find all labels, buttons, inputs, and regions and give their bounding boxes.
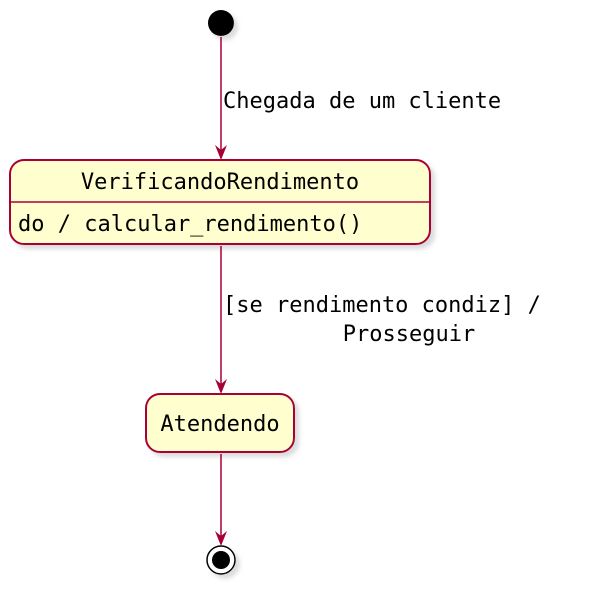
transition-label-chegada: Chegada de um cliente xyxy=(223,89,501,114)
state-name: Atendendo xyxy=(160,412,279,437)
initial-state xyxy=(208,10,234,36)
state-verificando-rendimento[interactable]: VerificandoRendimento do / calcular_rend… xyxy=(9,159,431,245)
arrow-head xyxy=(215,145,227,160)
final-state xyxy=(206,545,236,575)
state-box xyxy=(145,393,295,453)
state-activity: do / calcular_rendimento() xyxy=(18,212,362,237)
arrow-head xyxy=(215,531,227,546)
initial-state-dot xyxy=(208,10,234,36)
state-name: VerificandoRendimento xyxy=(81,170,359,195)
arrow-head xyxy=(215,379,227,394)
state-atendendo[interactable]: Atendendo xyxy=(145,393,295,453)
transition-label-guard: [se rendimento condiz] / xyxy=(223,293,541,318)
transition-start-to-verificando: Chegada de um cliente xyxy=(215,37,501,160)
transition-atendendo-to-end xyxy=(215,454,227,546)
final-state-dot xyxy=(212,551,230,569)
transition-verificando-to-atendendo: [se rendimento condiz] / Prosseguir xyxy=(215,246,541,394)
transition-label-action: Prosseguir xyxy=(343,322,475,347)
